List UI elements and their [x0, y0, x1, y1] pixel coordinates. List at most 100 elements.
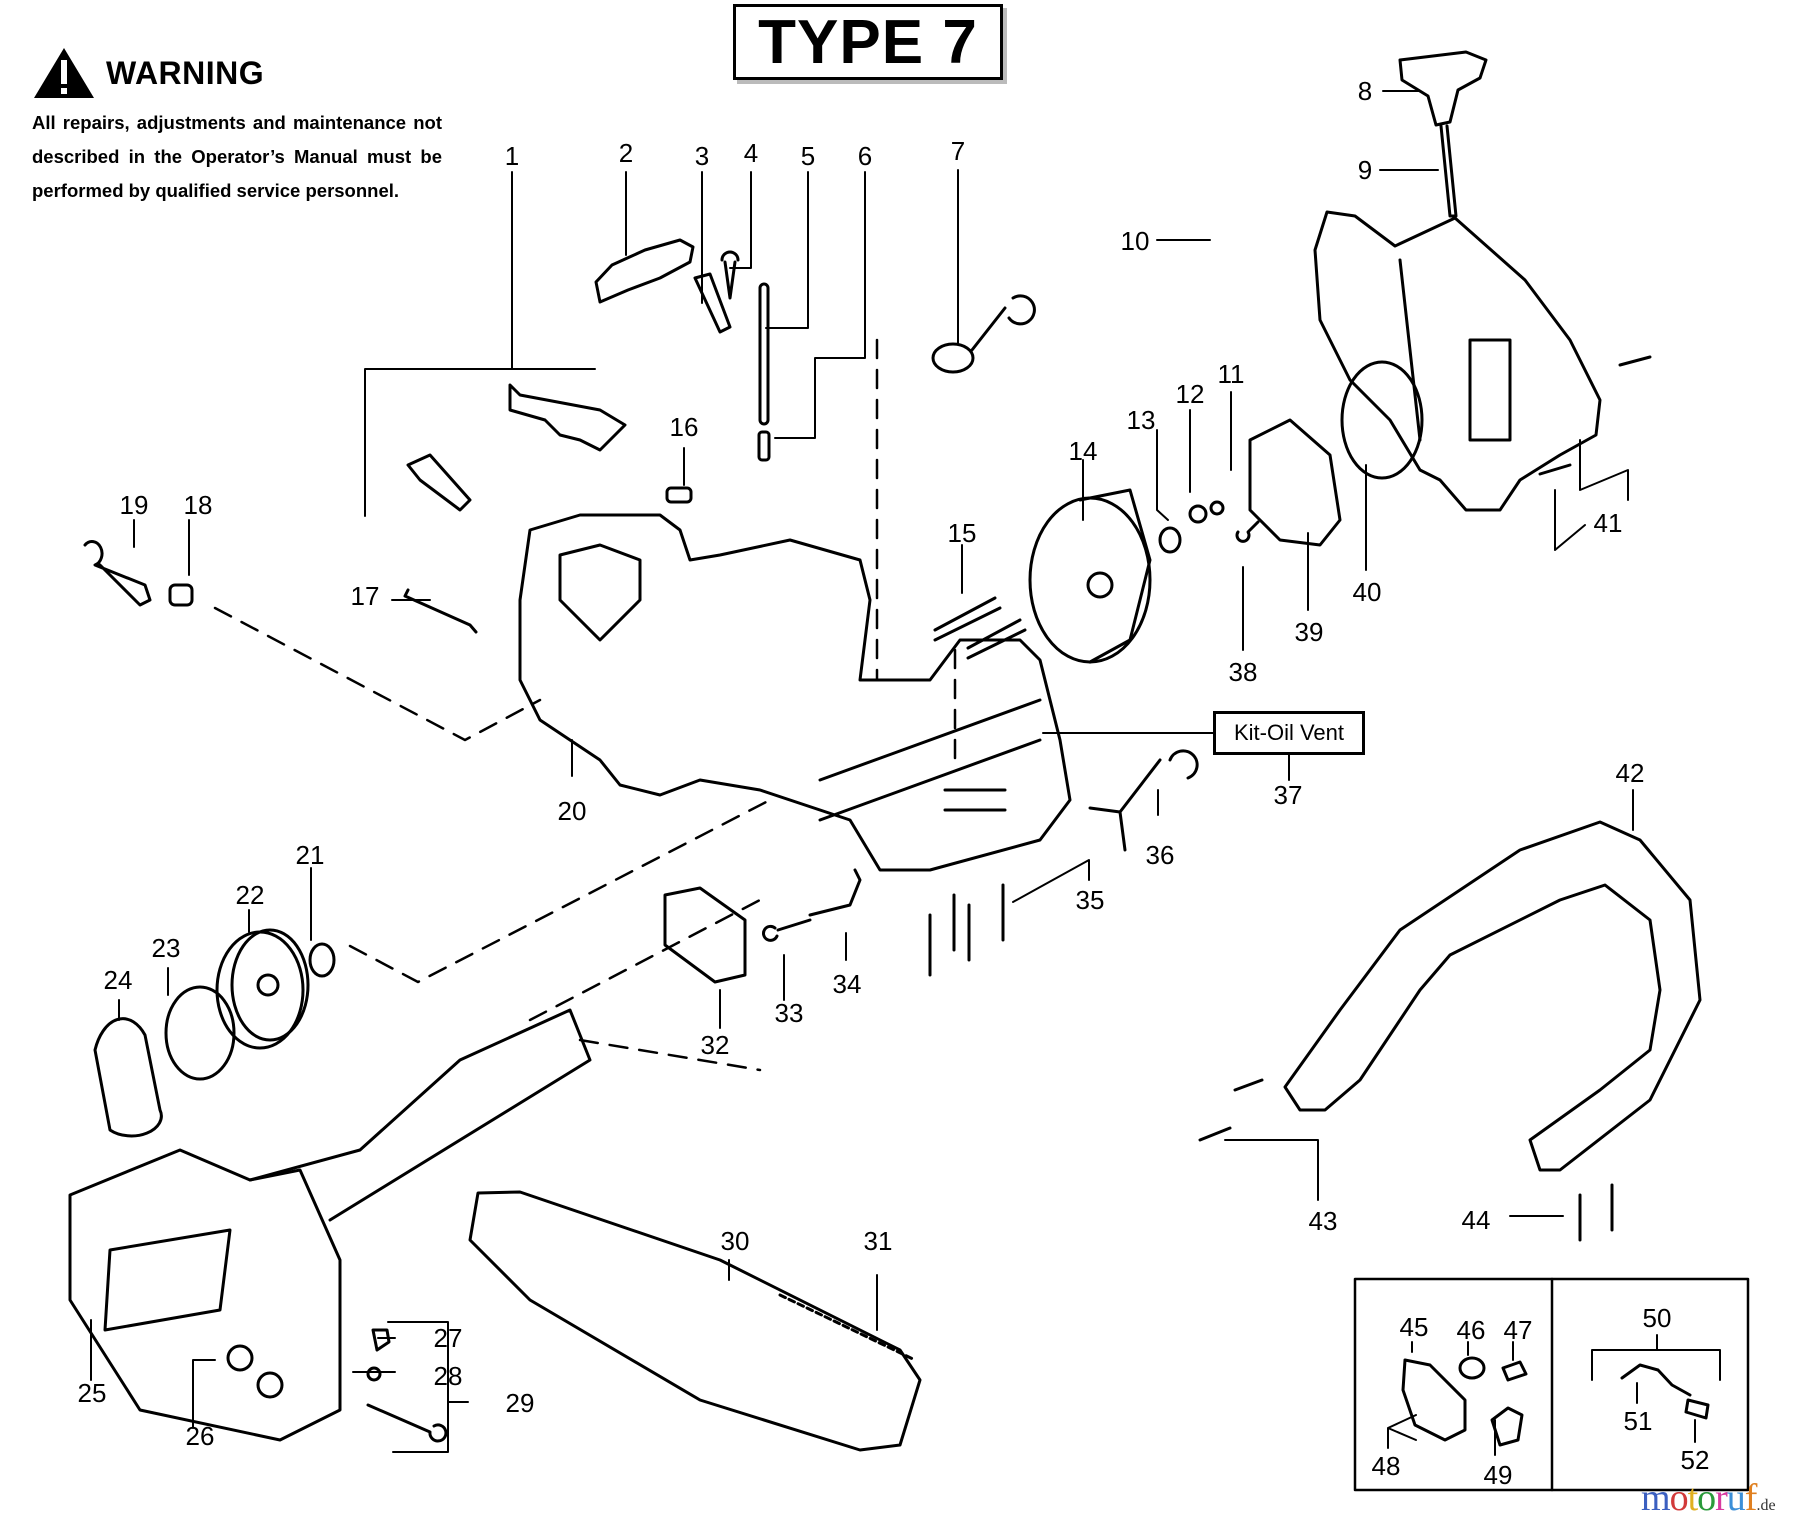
part-36-oil-line	[1088, 758, 1162, 852]
callout-28: 28	[433, 1361, 463, 1391]
kit-oil-vent-label: Kit-Oil Vent	[1213, 711, 1365, 755]
part-24-clutch	[93, 1017, 163, 1138]
type-label: TYPE 7	[733, 4, 1003, 80]
callout-40: 40	[1352, 577, 1382, 607]
part-3-clip	[693, 272, 732, 334]
part-43-bolts	[1198, 1078, 1264, 1142]
part-28-pin	[366, 1366, 382, 1382]
callout-49: 49	[1483, 1460, 1513, 1490]
callout-13: 13	[1126, 405, 1156, 435]
callout-41: 41	[1593, 508, 1623, 538]
part-51-oil-hose	[1620, 1363, 1692, 1397]
callout-29: 29	[505, 1388, 535, 1418]
callout-11: 11	[1217, 359, 1245, 389]
part-26-nut-a	[226, 1344, 254, 1372]
callout-14: 14	[1068, 436, 1098, 466]
part-21-washer	[308, 942, 336, 978]
callout-15: 15	[947, 518, 977, 548]
callout-39: 39	[1294, 617, 1324, 647]
part-7-oil-cap	[931, 294, 1036, 374]
part-39-starter-pulley	[1248, 418, 1342, 547]
callout-33: 33	[774, 998, 804, 1028]
part-8-handle	[1398, 50, 1488, 127]
callout-36: 36	[1145, 840, 1175, 870]
callout-47: 47	[1503, 1315, 1533, 1345]
callout-51: 51	[1623, 1406, 1653, 1436]
callout-50: 50	[1642, 1303, 1672, 1333]
part-49-plug	[1490, 1406, 1524, 1447]
part-52-filter	[1684, 1398, 1710, 1420]
part-27-tensioner	[371, 1328, 391, 1352]
watermark-tld: .de	[1756, 1497, 1776, 1514]
callout-10: 10	[1120, 226, 1150, 256]
callout-23: 23	[151, 933, 181, 963]
part-38-screw	[1235, 520, 1260, 543]
part-12-nut	[1188, 504, 1208, 524]
callout-44: 44	[1461, 1205, 1491, 1235]
callout-45: 45	[1399, 1312, 1429, 1342]
part-42-front-handle	[1283, 820, 1702, 1172]
part-23-plate	[164, 985, 236, 1081]
callout-1: 1	[504, 141, 520, 171]
callout-16: 16	[669, 412, 699, 442]
callout-9: 9	[1357, 155, 1373, 185]
watermark-letter: t	[1687, 1477, 1699, 1519]
warning-header: WARNING	[32, 46, 442, 100]
part-32-bar-plate	[663, 886, 747, 984]
callout-20: 20	[557, 796, 587, 826]
part-35-screws	[928, 883, 1005, 977]
warning-triangle-icon	[34, 48, 94, 98]
part-9-rope	[1439, 124, 1458, 218]
part-15-bolts	[933, 596, 1027, 660]
callout-52: 52	[1680, 1445, 1710, 1475]
watermark-letter: o	[1697, 1477, 1716, 1519]
watermark-letter: o	[1669, 1477, 1689, 1519]
callout-24: 24	[103, 965, 133, 995]
part-29-screw	[366, 1403, 448, 1443]
watermark-logo: motoruf.de	[1641, 1478, 1776, 1526]
part-17-spring	[403, 588, 478, 634]
part-5-rod	[758, 282, 770, 426]
part-guide-bar-plate	[248, 1008, 592, 1222]
callout-48: 48	[1371, 1451, 1401, 1481]
part-30-guide-bar	[468, 1190, 922, 1452]
part-16-grommet	[665, 486, 693, 504]
callout-25: 25	[77, 1378, 107, 1408]
part-40-recoil-spring	[1340, 360, 1424, 480]
part-2-lever	[594, 238, 695, 304]
part-18-nut	[168, 583, 194, 607]
callout-12: 12	[1175, 379, 1205, 409]
part-25-chain-cover	[68, 1148, 342, 1442]
callout-38: 38	[1228, 657, 1258, 687]
part-6-connector	[757, 430, 771, 462]
part-47-connector	[1501, 1360, 1528, 1382]
callout-34: 34	[832, 969, 862, 999]
part-20-crankcase	[518, 513, 1072, 872]
part-44-bolts	[1578, 1183, 1614, 1242]
callout-4: 4	[743, 138, 759, 168]
watermark-letter: r	[1715, 1477, 1728, 1519]
watermark-letters: motoruf	[1641, 1477, 1757, 1519]
part-46-worm-gear	[1458, 1356, 1486, 1380]
callout-37: 37	[1273, 780, 1303, 810]
watermark-letter: m	[1641, 1477, 1671, 1519]
callout-7: 7	[950, 136, 966, 166]
part-37-oil-vent	[1168, 749, 1199, 780]
part-22-clutch-drum	[215, 928, 310, 1050]
assembly-lines	[213, 338, 957, 1072]
callout-30: 30	[720, 1226, 750, 1256]
callout-26: 26	[185, 1421, 215, 1451]
callout-18: 18	[183, 490, 213, 520]
part-11-washer	[1209, 500, 1225, 516]
part-31-chain	[778, 1293, 917, 1362]
callout-8: 8	[1357, 76, 1373, 106]
part-19-trigger	[83, 540, 152, 607]
callout-22: 22	[235, 880, 265, 910]
part-26-nut-b	[256, 1371, 284, 1399]
callout-5: 5	[800, 141, 816, 171]
callout-27: 27	[433, 1323, 463, 1353]
part-1-handle-assembly	[406, 383, 627, 512]
callout-42: 42	[1615, 758, 1645, 788]
